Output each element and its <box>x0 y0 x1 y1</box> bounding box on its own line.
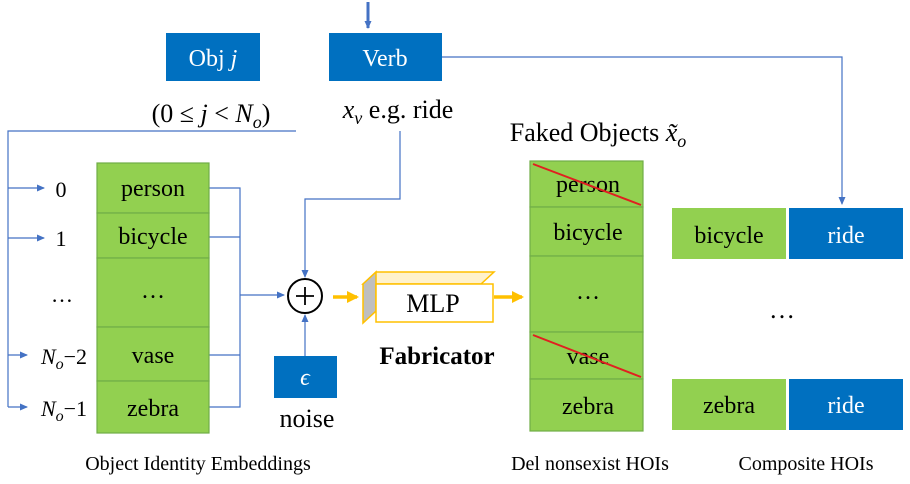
svg-text:…: … <box>51 282 73 307</box>
faked-table: person bicycle … vase zebra <box>529 160 644 432</box>
faked-row-zebra: zebra <box>562 394 614 420</box>
svg-text:0: 0 <box>56 177 67 202</box>
noise-box: ϵ <box>274 356 337 398</box>
embedding-row-person: person <box>121 176 185 202</box>
svg-text:zebra: zebra <box>703 393 755 419</box>
obj-range-text: (0 ≤ j < No) <box>152 99 271 132</box>
noise-caption: noise <box>280 404 335 433</box>
composite-caption: Composite HOIs <box>739 453 874 475</box>
embedding-table: person bicycle … vase zebra <box>96 162 210 434</box>
embedding-caption: Object Identity Embeddings <box>85 453 311 475</box>
embedding-row-ellipsis: … <box>141 278 165 304</box>
svg-text:Verb: Verb <box>362 46 407 72</box>
svg-text:ride: ride <box>827 223 864 249</box>
embedding-row-bicycle: bicycle <box>118 224 187 250</box>
svg-text:Obj j: Obj j <box>189 46 238 72</box>
mlp-block: MLP <box>361 270 496 325</box>
svg-text:No−2: No−2 <box>40 344 87 373</box>
strike-vase <box>532 334 642 378</box>
faked-caption: Del nonsexist HOIs <box>511 453 669 475</box>
verb-caption: xv e.g. ride <box>342 95 454 128</box>
plus-node <box>287 278 323 314</box>
svg-text:bicycle: bicycle <box>694 223 763 249</box>
composite-pair-bicycle: bicycle ride <box>672 208 903 259</box>
embedding-row-vase: vase <box>132 343 175 369</box>
svg-text:ride: ride <box>827 393 864 419</box>
svg-text:No−1: No−1 <box>40 396 87 425</box>
composite-pair-zebra: zebra ride <box>672 379 903 430</box>
fabricator-name: Fabricator <box>379 343 494 370</box>
faked-row-ellipsis: … <box>576 279 600 305</box>
verb-to-composite-line <box>442 56 846 205</box>
faked-objects-title: Faked Objects x̃o <box>510 118 687 151</box>
strike-person <box>532 163 642 206</box>
svg-text:MLP: MLP <box>406 289 459 318</box>
verb-box: Verb <box>329 33 442 81</box>
embedding-indices: 0 1 … No−2 No−1 <box>40 177 87 425</box>
obj-j-box: Obj j <box>166 33 260 81</box>
verb-to-plus-line <box>301 131 401 278</box>
faked-row-bicycle: bicycle <box>553 220 622 246</box>
svg-text:1: 1 <box>56 226 67 251</box>
obj-spine-line <box>7 130 296 407</box>
embedding-row-zebra: zebra <box>127 396 179 422</box>
composite-ellipsis: … <box>769 295 795 324</box>
svg-text:ϵ: ϵ <box>300 365 311 391</box>
